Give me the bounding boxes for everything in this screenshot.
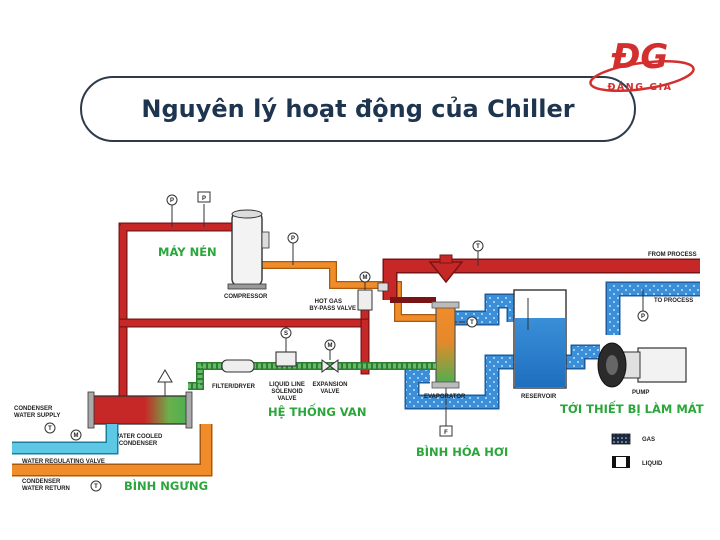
expansion-label-1: EXPANSION — [313, 382, 348, 388]
section-may-nen: MÁY NÉN — [158, 244, 217, 259]
from-process-label: FROM PROCESS — [648, 252, 697, 258]
evaporator-label: EVAPORATOR — [424, 394, 466, 400]
pump-label: PUMP — [632, 390, 649, 396]
title-frame — [80, 76, 636, 142]
logo-mark: ĐG — [611, 37, 669, 77]
water-reg-motor-gauge: M — [74, 433, 79, 439]
reservoir: RESERVOIR — [513, 289, 567, 400]
condenser-label-1: WATER COOLED — [114, 434, 163, 440]
to-process-pressure-gauge: P — [641, 314, 645, 320]
suction-pressure-gauge: P — [291, 236, 295, 242]
liquid-line-label-2: SOLENOID — [271, 389, 303, 395]
solenoid-gauge: S — [284, 331, 288, 337]
hot-gas-label-1: HOT GAS — [315, 299, 342, 305]
water-cooled-condenser: WATER COOLED CONDENSER — [87, 369, 193, 447]
evaporator: EVAPORATOR — [424, 301, 466, 400]
from-process-line — [382, 254, 700, 303]
solenoid-valve: S LIQUID LINE SOLENOID VALVE — [269, 327, 305, 402]
filter-dryer: FILTER/DRYER — [212, 359, 256, 390]
legend: GAS LIQUID — [611, 433, 663, 468]
expansion-label-2: VALVE — [320, 389, 339, 395]
condenser-label-2: CONDENSER — [119, 441, 158, 447]
condenser-water-return: CONDENSER WATER RETURN T — [12, 424, 213, 492]
condenser-return-label-1: CONDENSER — [22, 479, 61, 485]
liquid-line-label-3: VALVE — [277, 396, 296, 402]
condenser-return-label-2: WATER RETURN — [22, 486, 70, 492]
expansion-valve: M EXPANSION VALVE — [313, 339, 348, 395]
pump: PUMP — [597, 342, 687, 396]
legend-gas-label: GAS — [642, 437, 655, 443]
from-process-temp-gauge: T — [476, 244, 480, 250]
expansion-motor-gauge: M — [328, 343, 333, 349]
condenser-supply-label-1: CONDENSER — [14, 406, 53, 412]
compressor-label: COMPRESSOR — [224, 294, 268, 300]
legend-liquid-label: LIQUID — [642, 461, 663, 467]
pressure-switch: P — [202, 196, 206, 202]
evaporator-temp-gauge: T — [470, 320, 474, 326]
water-regulating-valve-label: WATER REGULATING VALVE — [22, 459, 105, 465]
supply-temp-gauge: T — [48, 426, 52, 432]
logo-text: ĐẶNG GIA — [607, 82, 672, 93]
section-he-thong-van: HỆ THỐNG VAN — [268, 402, 366, 419]
gauges: P P P T P T F — [166, 191, 649, 437]
compressor: COMPRESSOR — [224, 209, 270, 300]
flow-switch: F — [444, 430, 448, 436]
condenser-supply-label-2: WATER SUPPLY — [14, 413, 60, 419]
section-toi-thiet-bi: TỚI THIẾT BỊ LÀM MÁT — [560, 400, 704, 416]
filter-dryer-label: FILTER/DRYER — [212, 384, 256, 390]
condenser-water-supply: CONDENSER WATER SUPPLY WATER REGULATING … — [12, 406, 119, 465]
legend-gas-swatch — [611, 433, 631, 445]
return-temp-gauge: T — [94, 484, 98, 490]
brand-logo: ĐG ĐẶNG GIA — [589, 37, 695, 93]
hot-gas-label-2: BY-PASS VALVE — [309, 306, 356, 312]
liquid-line-label-1: LIQUID LINE — [269, 382, 305, 388]
hot-gas-bypass-valve: M HOT GAS BY-PASS VALVE — [309, 271, 389, 312]
pressure-gauge-1: P — [170, 198, 174, 204]
page-title: Nguyên lý hoạt động của Chiller — [141, 95, 575, 123]
section-binh-hoa-hoi: BÌNH HÓA HƠI — [416, 444, 508, 459]
section-binh-ngung: BÌNH NGƯNG — [124, 478, 208, 493]
bypass-motor-gauge: M — [363, 275, 368, 281]
to-process-label: TO PROCESS — [654, 298, 693, 304]
liquid-line — [188, 362, 436, 390]
reservoir-label: RESERVOIR — [521, 394, 557, 400]
